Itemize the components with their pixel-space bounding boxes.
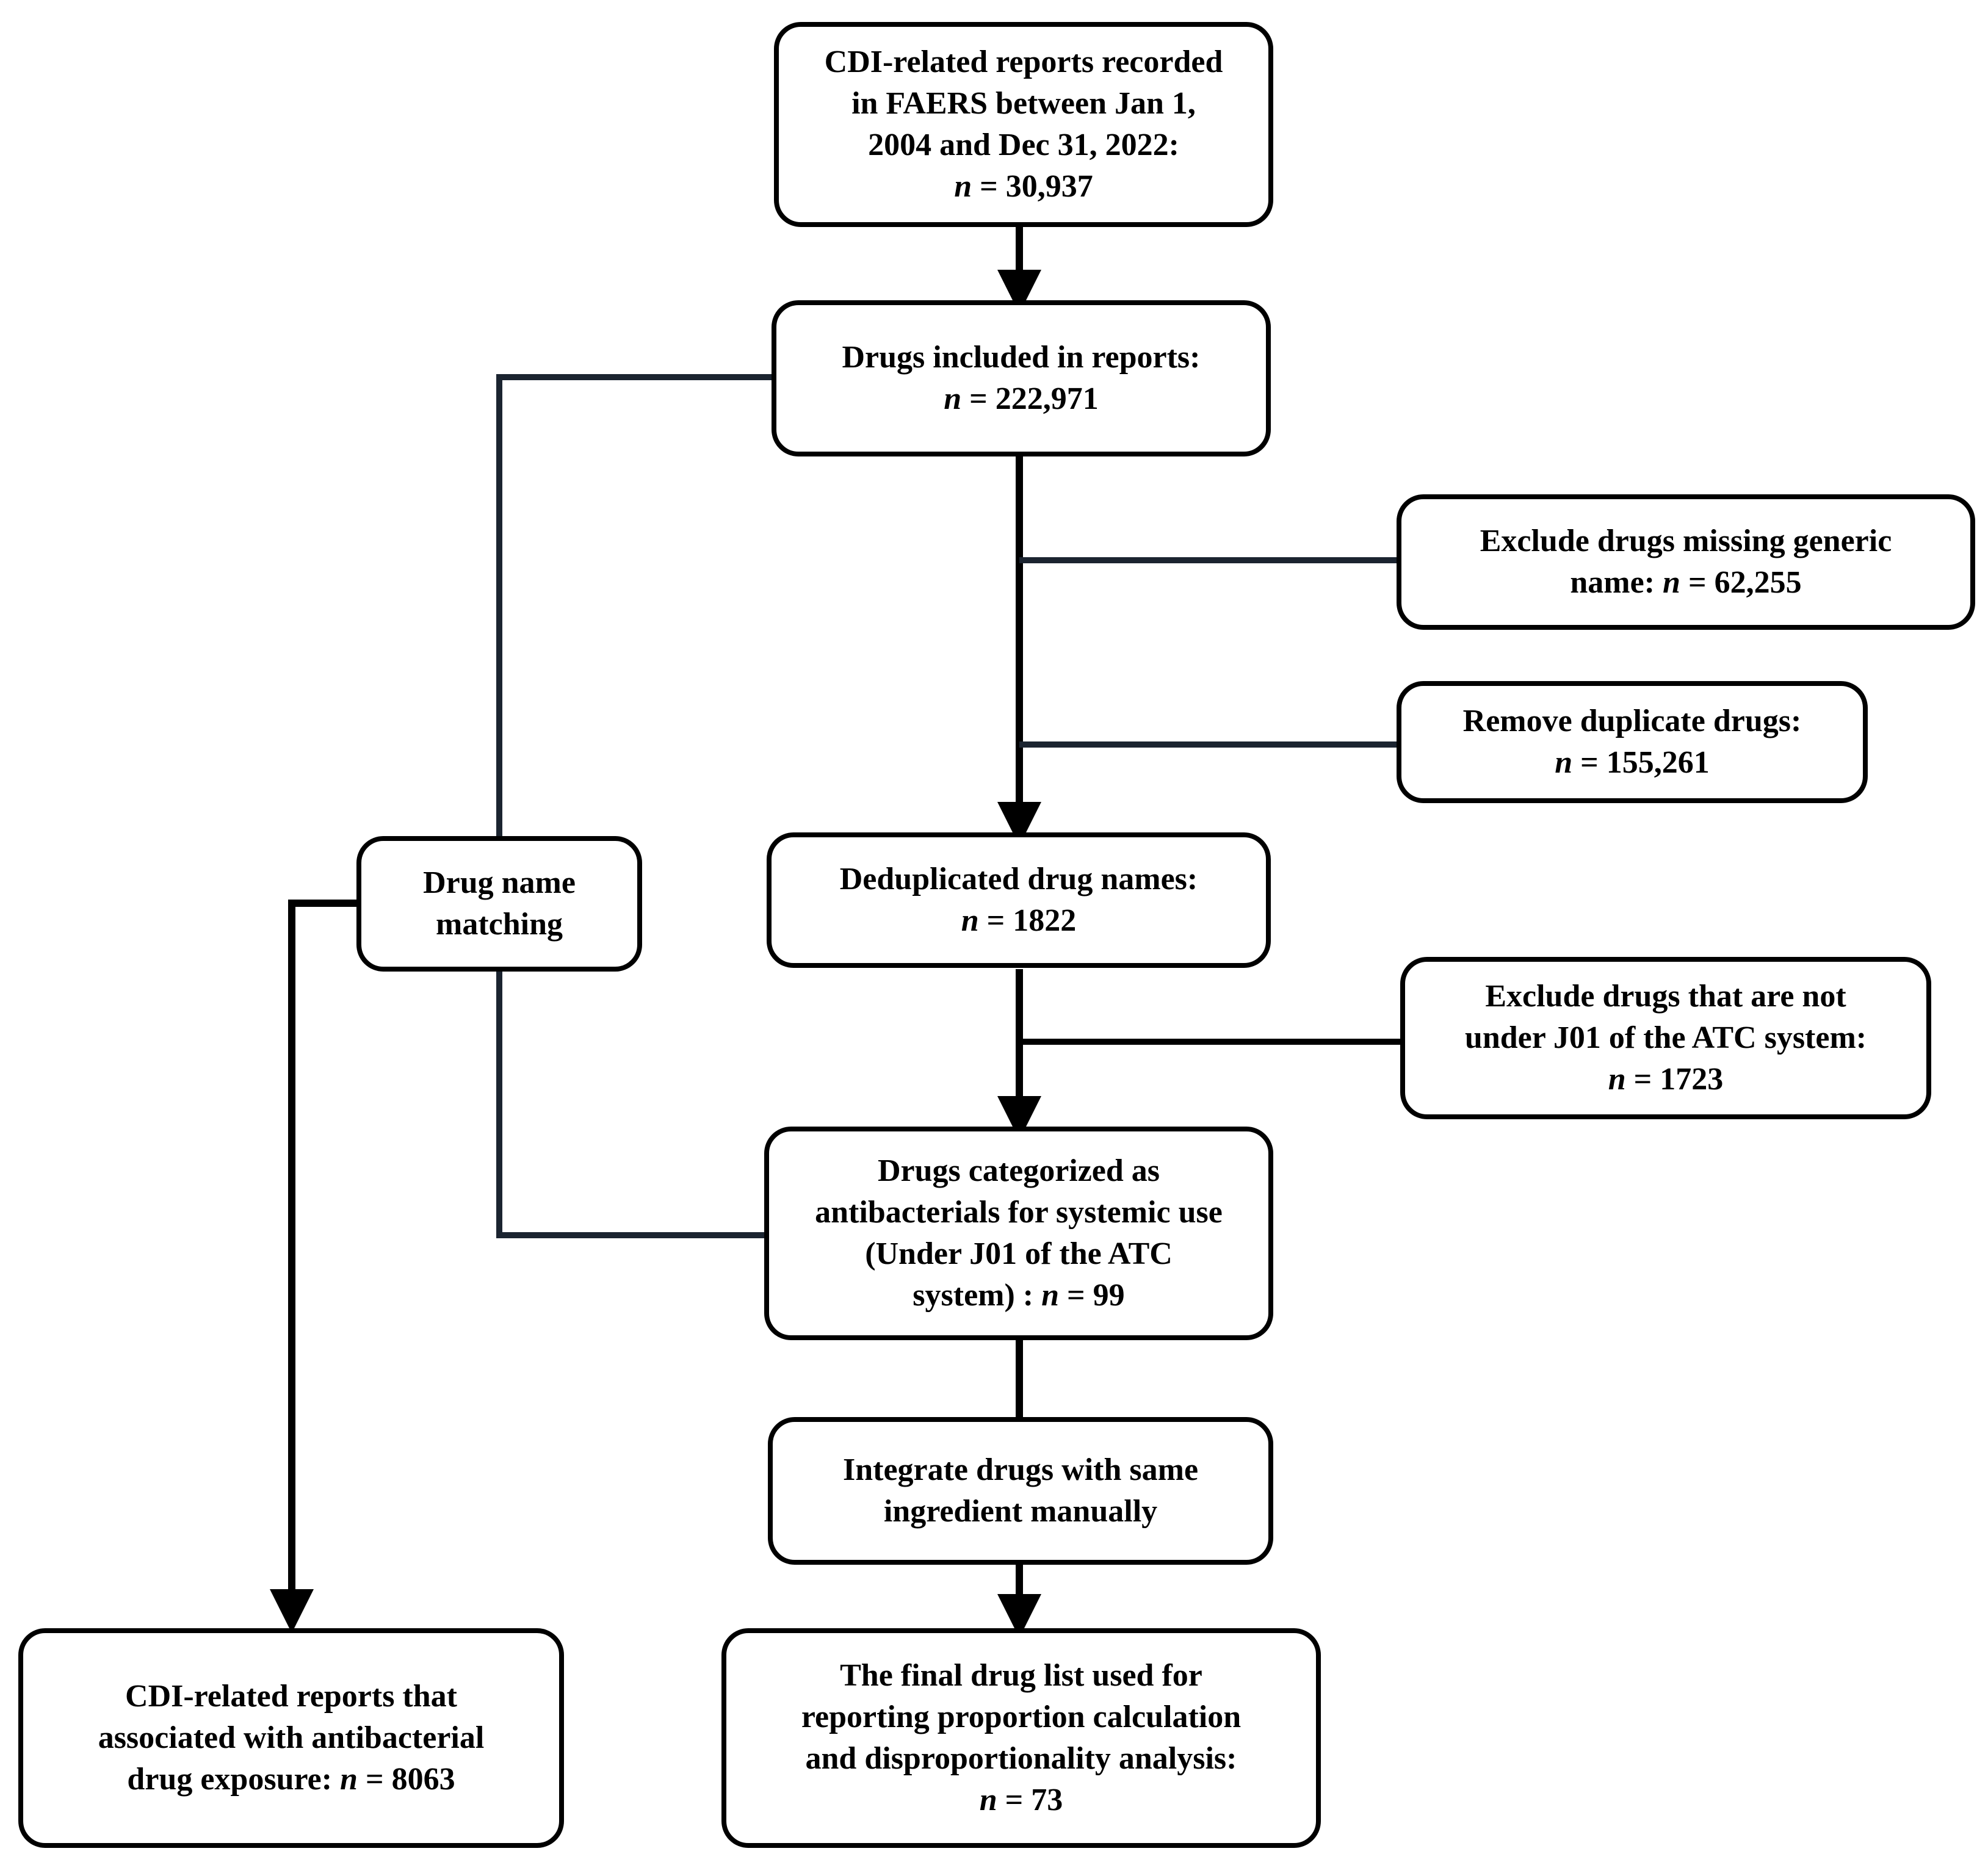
integrate-line-1: Integrate drugs with same [842, 1452, 1199, 1487]
deduplicated-line-1: Deduplicated drug names: [839, 862, 1198, 896]
faers-reports-count: n = 30,937 [954, 166, 1093, 207]
antibacterials-count-prefix: system) : [913, 1278, 1042, 1313]
box-final-list: The final drug list used for reporting p… [721, 1628, 1321, 1848]
faers-reports-count-value: = 30,937 [972, 169, 1093, 204]
box-drug-name-matching: Drug name matching [356, 836, 642, 972]
faers-reports-line-1: CDI-related reports recorded [824, 45, 1223, 79]
faers-reports-line-2: in FAERS between Jan 1, [851, 86, 1196, 121]
antibacterials-line-3: (Under J01 of the ATC [865, 1236, 1173, 1271]
exclude-generic-count-value: = 62,255 [1680, 565, 1802, 600]
exclude-non-j01-count-value: = 1723 [1625, 1062, 1724, 1097]
exclude-non-j01-count: n = 1723 [1608, 1059, 1724, 1100]
antibacterials-line-1: Drugs categorized as [877, 1153, 1160, 1188]
n-symbol: n [340, 1762, 358, 1797]
n-symbol: n [1555, 745, 1573, 780]
cdi-antibacterial-count: drug exposure: n = 8063 [127, 1759, 455, 1800]
exclude-generic-count: name: n = 62,255 [1570, 562, 1801, 604]
final-list-count-value: = 73 [997, 1783, 1063, 1817]
deduplicated-count-value: = 1822 [978, 903, 1077, 938]
n-symbol: n [944, 381, 962, 416]
connector-drugs-to-matching [496, 374, 772, 839]
box-remove-duplicate: Remove duplicate drugs: n = 155,261 [1397, 681, 1868, 803]
n-symbol: n [954, 169, 972, 204]
final-list-line-2: reporting proportion calculation [801, 1700, 1242, 1734]
connector-matching-to-antibacterials [496, 969, 765, 1238]
drugs-included-line-1: Drugs included in reports: [842, 340, 1201, 375]
remove-duplicate-count: n = 155,261 [1555, 742, 1710, 784]
final-list-line-1: The final drug list used for [840, 1658, 1202, 1693]
cdi-antibacterial-count-value: = 8063 [357, 1762, 455, 1797]
box-antibacterials: Drugs categorized as antibacterials for … [764, 1127, 1273, 1340]
remove-duplicate-line-1: Remove duplicate drugs: [1462, 704, 1802, 738]
n-symbol: n [1041, 1278, 1060, 1313]
drug-name-matching-line-1: Drug name [423, 865, 576, 900]
box-deduplicated: Deduplicated drug names: n = 1822 [767, 832, 1271, 968]
arrow-matching-to-cdi-reports [270, 900, 359, 1633]
final-list-count: n = 73 [980, 1780, 1063, 1821]
exclude-non-j01-line-2: under J01 of the ATC system: [1464, 1020, 1867, 1055]
drugs-included-count-value: = 222,971 [961, 381, 1099, 416]
n-symbol: n [979, 1783, 997, 1817]
n-symbol: n [1608, 1062, 1626, 1097]
box-exclude-generic: Exclude drugs missing generic name: n = … [1397, 494, 1975, 630]
cdi-antibacterial-line-2: associated with antibacterial [98, 1720, 485, 1755]
final-list-line-3: and disproportionality analysis: [805, 1741, 1237, 1776]
faers-reports-line-3: 2004 and Dec 31, 2022: [868, 128, 1179, 162]
box-faers-reports: CDI-related reports recorded in FAERS be… [774, 22, 1273, 227]
box-integrate: Integrate drugs with same ingredient man… [768, 1417, 1273, 1565]
n-symbol: n [961, 903, 979, 938]
drug-name-matching-line-2: matching [436, 907, 563, 942]
cdi-antibacterial-line-1: CDI-related reports that [125, 1679, 457, 1714]
remove-duplicate-count-value: = 155,261 [1572, 745, 1710, 780]
drugs-included-count: n = 222,971 [944, 378, 1099, 420]
n-symbol: n [1663, 565, 1680, 600]
exclude-non-j01-line-1: Exclude drugs that are not [1485, 979, 1846, 1014]
integrate-line-2: ingredient manually [883, 1494, 1158, 1529]
deduplicated-count: n = 1822 [961, 900, 1077, 942]
box-drugs-included: Drugs included in reports: n = 222,971 [772, 300, 1271, 456]
antibacterials-count: system) : n = 99 [913, 1275, 1124, 1316]
box-cdi-antibacterial: CDI-related reports that associated with… [18, 1628, 564, 1848]
exclude-generic-line-1: Exclude drugs missing generic [1480, 524, 1892, 558]
box-exclude-non-j01: Exclude drugs that are not under J01 of … [1400, 957, 1931, 1119]
exclude-generic-count-prefix: name: [1570, 565, 1663, 600]
antibacterials-count-value: = 99 [1059, 1278, 1125, 1313]
antibacterials-line-2: antibacterials for systemic use [815, 1195, 1223, 1230]
cdi-antibacterial-count-prefix: drug exposure: [127, 1762, 341, 1797]
